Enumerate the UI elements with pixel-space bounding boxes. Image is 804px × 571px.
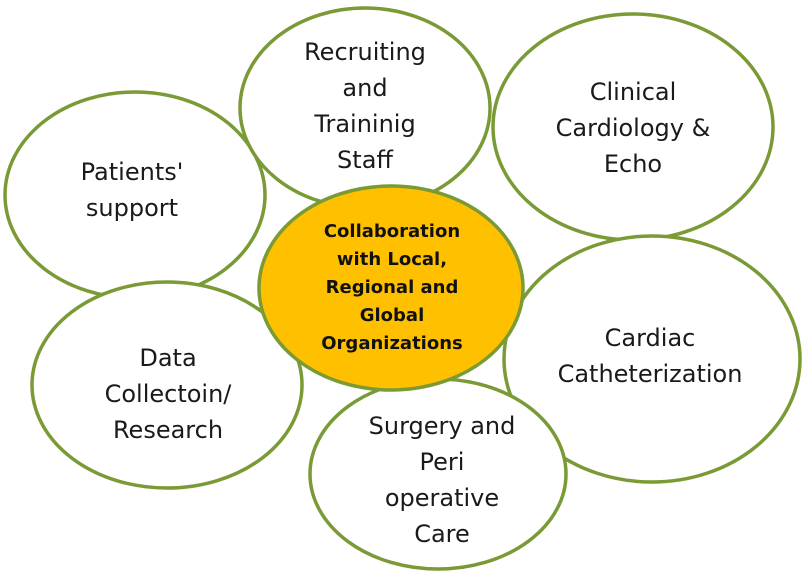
center-collaboration-node (257, 184, 525, 392)
label-line: Research (112, 416, 224, 444)
label-line: Data (139, 344, 197, 372)
label-line: Global (359, 305, 425, 326)
label-line: Staff (337, 146, 393, 174)
label-line: Peri (419, 448, 465, 476)
label-line: Cardiology & (555, 114, 711, 142)
petal-data-research (30, 280, 304, 490)
label-line: with Local, (336, 249, 448, 270)
label-line: Organizations (321, 333, 463, 354)
label-line: Patients' (80, 158, 184, 186)
label-line: Clinical (589, 78, 677, 106)
label-line: and (342, 74, 388, 102)
label-line: Care (414, 520, 470, 548)
petal-cardiac-catheterization (502, 234, 802, 484)
label-line: Regional and (325, 277, 459, 298)
label-line: support (85, 194, 179, 222)
label-line: Cardiac (604, 324, 696, 352)
label-patients-support: Patients' support (12, 150, 252, 230)
label-line: operative (384, 484, 500, 512)
label-line: Recruiting (304, 38, 426, 66)
label-line: Catheterization (557, 360, 743, 388)
label-line: Echo (603, 150, 663, 178)
label-line: Traininig (314, 110, 416, 138)
label-line: Collaboration (323, 221, 461, 242)
label-line: Collectoin/ (104, 380, 232, 408)
label-line: Surgery and (368, 412, 516, 440)
